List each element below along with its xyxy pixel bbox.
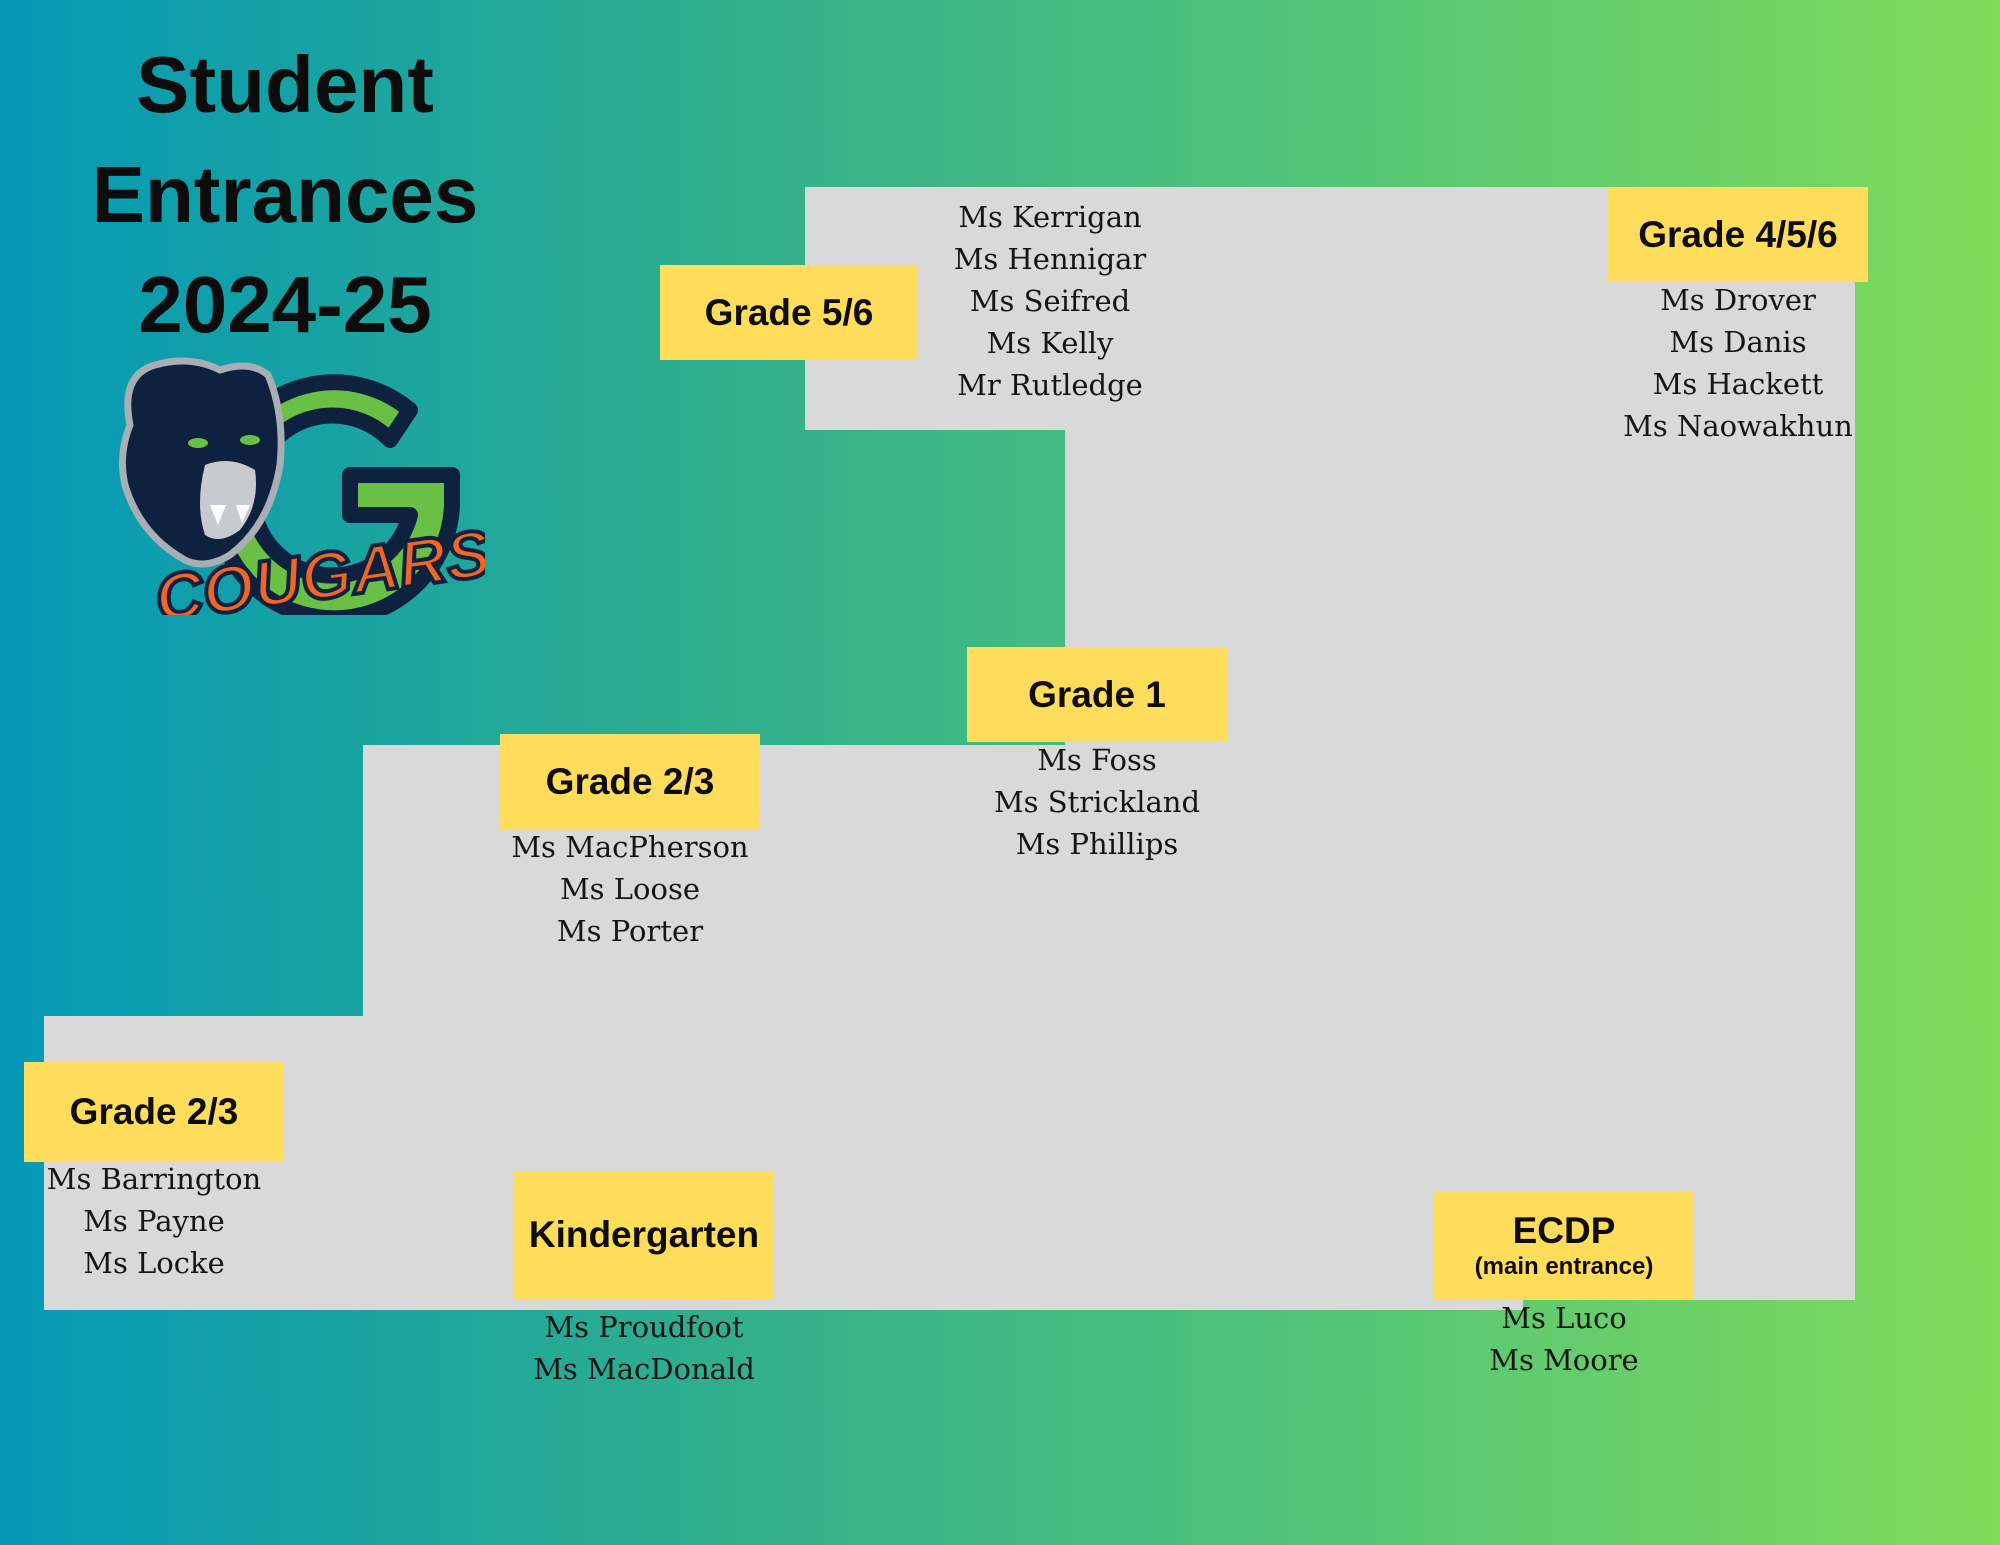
teacher-name: Ms Hennigar [953,242,1147,276]
teacher-name: Mr Rutledge [957,368,1143,402]
teacher-name: Ms Luco [1501,1301,1627,1335]
teacher-name: Ms Barrington [46,1162,262,1196]
teacher-name: Ms Kerrigan [958,200,1142,234]
teacher-name: Ms Hackett [1652,367,1824,401]
teacher-list-kindergarten: Ms Proudfoot Ms MacDonald [494,1306,794,1390]
entrance-label-text: Grade 2/3 [545,760,715,802]
teacher-name: Ms Porter [556,914,704,948]
teacher-name: Ms MacPherson [511,830,749,864]
entrance-label-grade-4-5-6: Grade 4/5/6 [1608,187,1868,282]
entrance-label-kindergarten: Kindergarten [514,1171,774,1299]
teacher-name: Ms Proudfoot [544,1310,744,1344]
teacher-name: Ms Foss [1037,743,1157,777]
entrance-sublabel-text: (main entrance) [1474,1253,1654,1280]
teacher-name: Ms Payne [83,1204,225,1238]
teacher-name: Ms Drover [1660,283,1816,317]
page-title: Student Entrances 2024-25 [60,30,510,360]
title-line-2: Entrances [91,150,479,239]
teacher-name: Ms Kelly [986,326,1114,360]
teacher-list-grade-5-6: Ms Kerrigan Ms Hennigar Ms Seifred Ms Ke… [900,196,1200,406]
cougar-head-icon [118,357,285,568]
teacher-list-grade-2-3-left: Ms Barrington Ms Payne Ms Locke [4,1158,304,1284]
entrance-label-grade-2-3-middle: Grade 2/3 [500,734,760,829]
teacher-name: Ms MacDonald [533,1352,755,1386]
title-line-1: Student [136,40,434,129]
teacher-name: Ms Locke [83,1246,225,1280]
cougars-logo: COUGARS [118,357,485,615]
teacher-name: Ms Naowakhun [1623,409,1853,443]
title-line-3: 2024-25 [138,260,432,349]
teacher-name: Ms Strickland [993,785,1201,819]
entrance-label-text: Grade 4/5/6 [1638,213,1838,255]
entrance-label-grade-2-3-left: Grade 2/3 [24,1062,284,1162]
teacher-list-grade-1: Ms Foss Ms Strickland Ms Phillips [947,739,1247,865]
entrance-label-text: Grade 2/3 [69,1091,239,1132]
entrance-label-grade-1: Grade 1 [967,647,1227,742]
teacher-name: Ms Loose [559,872,700,906]
entrance-label-text: Kindergarten [528,1214,760,1255]
teacher-name: Ms Danis [1669,325,1807,359]
teacher-name: Ms Moore [1489,1343,1639,1377]
entrance-label-ecdp: ECDP (main entrance) [1434,1192,1694,1300]
entrance-label-text: Grade 1 [1028,673,1166,715]
floor-right-wing [1065,187,1855,1300]
entrance-label-text: Grade 5/6 [704,291,874,333]
teacher-list-grade-2-3-middle: Ms MacPherson Ms Loose Ms Porter [480,826,780,952]
teacher-list-grade-4-5-6: Ms Drover Ms Danis Ms Hackett Ms Naowakh… [1588,279,1888,447]
entrance-label-grade-5-6: Grade 5/6 [660,265,918,360]
teacher-list-ecdp: Ms Luco Ms Moore [1414,1297,1714,1381]
teacher-name: Ms Phillips [1015,827,1179,861]
teacher-name: Ms Seifred [969,284,1131,318]
entrance-label-text: ECDP [1512,1210,1616,1251]
